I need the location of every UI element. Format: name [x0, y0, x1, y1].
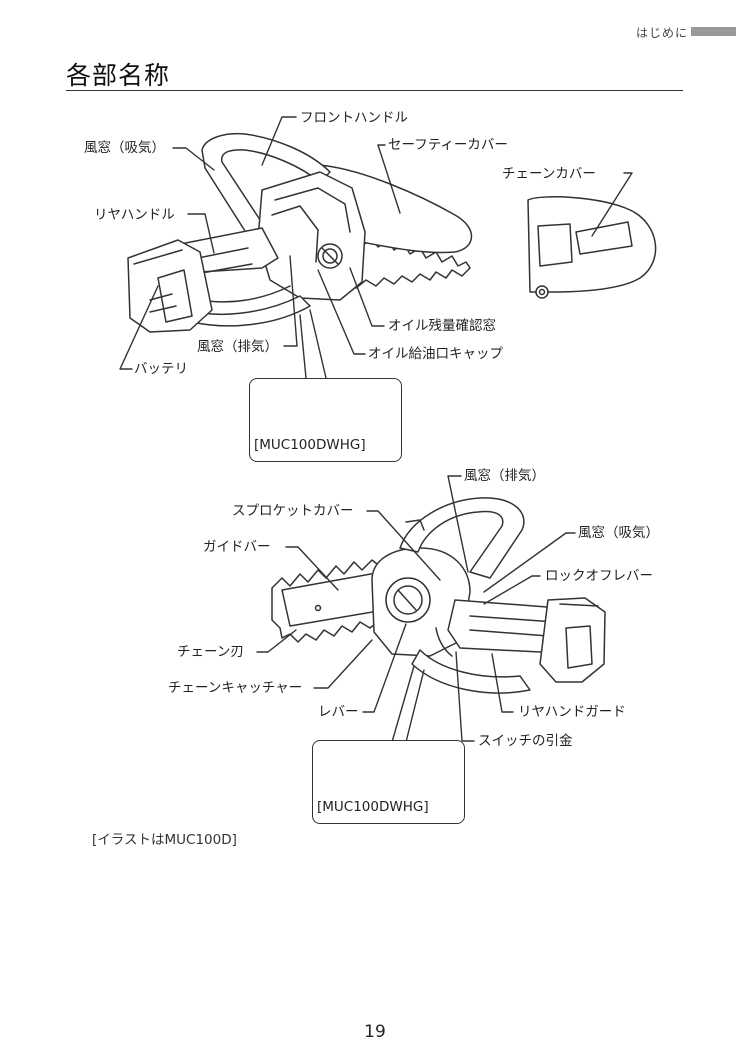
rear-handguard: [411, 649, 531, 694]
label-chain-cover: チェーンカバー: [502, 166, 596, 182]
page-number: 19: [364, 1022, 386, 1042]
label-sprocket-cover: スプロケットカバー: [232, 503, 354, 519]
label-battery: バッテリ: [134, 361, 188, 377]
inset-caption-1: [MUC100DWHG]: [254, 437, 366, 453]
label-air-vent-exhaust-2: 風窓（排気）: [464, 468, 545, 484]
section-label: はじめに: [635, 26, 688, 40]
battery-2: [539, 597, 606, 683]
title-rule: [66, 90, 683, 91]
chainsaw-illustration-1: [127, 132, 473, 333]
label-front-handle: フロントハンドル: [300, 110, 408, 126]
page-title: 各部名称: [66, 61, 171, 90]
inset-box-1: [249, 378, 402, 462]
chainsaw-illustration-2: [271, 497, 606, 694]
leader-lines-1: [119, 116, 633, 379]
label-oil-cap: オイル給油口キャップ: [368, 346, 503, 362]
label-air-vent-intake-2: 風窓（吸気）: [578, 525, 659, 541]
front-handle-2: [399, 497, 525, 579]
label-chain-catcher: チェーンキャッチャー: [168, 680, 303, 696]
leader-lines-2: [256, 475, 576, 743]
label-guide-bar: ガイドバー: [203, 539, 271, 555]
section-tab-marker: [691, 27, 736, 36]
inset-box-2: [312, 740, 465, 824]
label-air-vent-intake-1: 風窓（吸気）: [84, 140, 165, 156]
label-lever: レバー: [318, 704, 359, 720]
label-chain-blade: チェーン刃: [177, 644, 244, 660]
label-rear-handguard: リヤハンドガード: [518, 704, 626, 720]
label-oil-level-window: オイル残量確認窓: [388, 318, 496, 334]
inset-caption-2: [MUC100DWHG]: [317, 799, 429, 815]
chain-cover-illustration: [527, 196, 657, 299]
label-safety-cover: セーフティーカバー: [388, 137, 508, 153]
label-rear-handle-1: リヤハンドル: [94, 207, 175, 223]
illustration-caption: [イラストはMUC100D]: [92, 832, 237, 848]
label-lock-off-lever: ロックオフレバー: [545, 568, 653, 584]
motor-housing-1: [257, 171, 366, 301]
label-switch-trigger: スイッチの引金: [478, 733, 573, 749]
label-air-vent-exhaust-1: 風窓（排気）: [197, 339, 278, 355]
